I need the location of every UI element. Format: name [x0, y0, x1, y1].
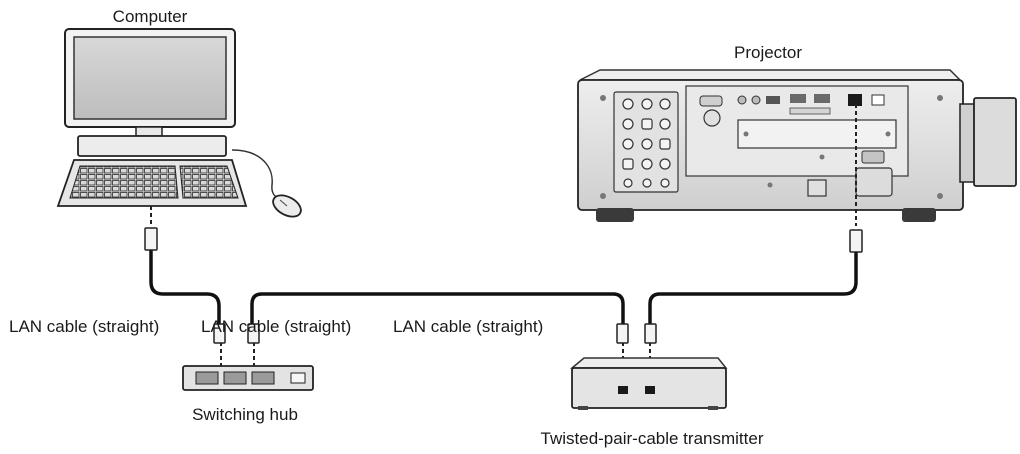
projector-lens [973, 97, 1017, 187]
serial-port [699, 95, 723, 107]
lan-cable-hub-transmitter [250, 292, 625, 326]
connector-hub-2 [247, 323, 260, 344]
slot-cover [737, 119, 897, 149]
lan-cable-label-1: LAN cable (straight) [9, 317, 159, 336]
projector-top [579, 69, 962, 81]
transmitter-label: Twisted-pair-cable transmitter [541, 429, 764, 448]
power-inlet [855, 167, 893, 197]
connector-transmitter-1 [616, 323, 629, 344]
keyboard-keys-side [179, 165, 239, 199]
projector-foot-right [902, 208, 936, 222]
connector-computer [144, 227, 158, 251]
switching-hub-label: Switching hub [192, 405, 298, 424]
twisted-pair-transmitter: Twisted-pair-cable transmitter [541, 357, 764, 448]
monitor-stand [77, 135, 227, 157]
hdmi-port-1 [790, 94, 806, 103]
transmitter-top [569, 357, 728, 369]
lan-cable-computer-hub [149, 250, 221, 326]
lan-cable-transmitter-projector [648, 252, 858, 326]
rs-port [871, 94, 885, 106]
switching-hub: Switching hub [182, 365, 314, 424]
lan-cable-label-3: LAN cable (straight) [393, 317, 543, 336]
lan-port [848, 94, 862, 106]
audio-port [703, 109, 721, 127]
computer: Computer [56, 7, 302, 218]
power-switch [807, 179, 827, 197]
transmitter-port-2 [645, 386, 655, 394]
projector: Projector [577, 43, 1017, 222]
projector-label: Projector [734, 43, 802, 62]
keyboard-keys-main [69, 165, 179, 199]
computer-label: Computer [113, 7, 188, 26]
hdmi-port-2 [814, 94, 830, 103]
connector-transmitter-2 [644, 323, 657, 344]
cable-labels: LAN cable (straight) LAN cable (straight… [9, 317, 543, 336]
hub-indicator [290, 372, 306, 384]
connector-hub-1 [213, 323, 226, 344]
connector-projector [849, 229, 863, 253]
monitor-neck [135, 126, 163, 137]
projector-foot-left [596, 208, 634, 222]
transmitter-port-1 [618, 386, 628, 394]
monitor-screen [73, 36, 227, 120]
lan-cable-label-2: LAN cable (straight) [201, 317, 351, 336]
